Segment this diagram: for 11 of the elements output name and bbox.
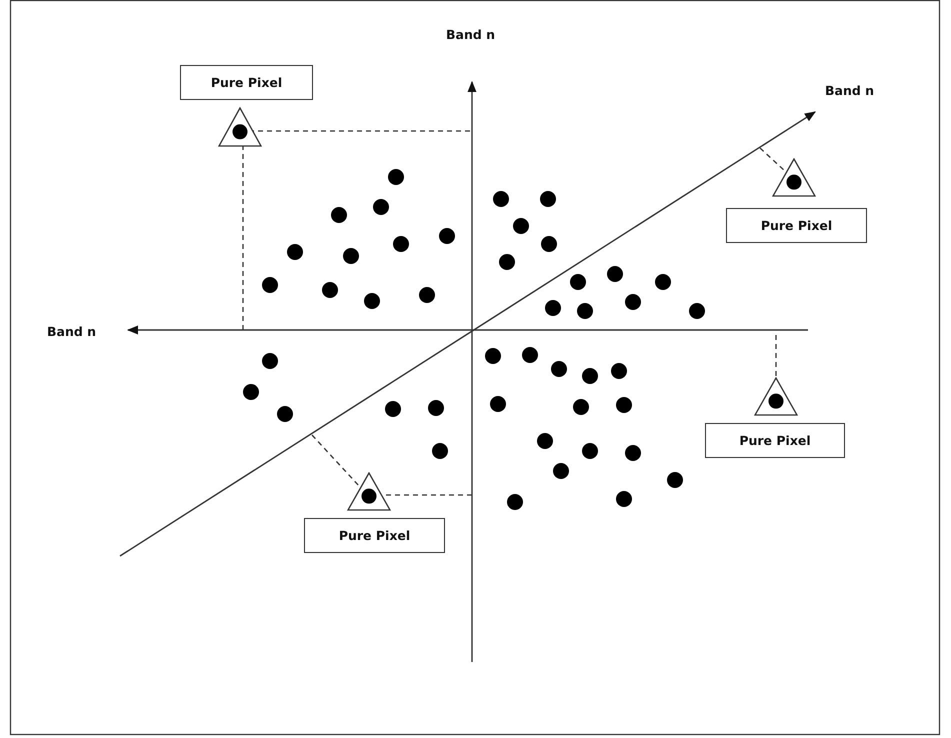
pixel-label: Pure Pixel (180, 65, 313, 100)
dashed-projection-line (242, 146, 244, 330)
dashed-projection-line (775, 335, 777, 377)
dashed-projection-line (312, 434, 360, 488)
pixel-label: Pure Pixel (726, 208, 867, 243)
dashed-projection-line (760, 148, 786, 172)
pixel-label: Pure Pixel (705, 423, 845, 458)
axis-label: Band n (825, 83, 874, 98)
axis-label: Band n (47, 324, 96, 339)
pixel-label: Pure Pixel (304, 518, 445, 553)
axis-label: Band n (446, 27, 496, 42)
